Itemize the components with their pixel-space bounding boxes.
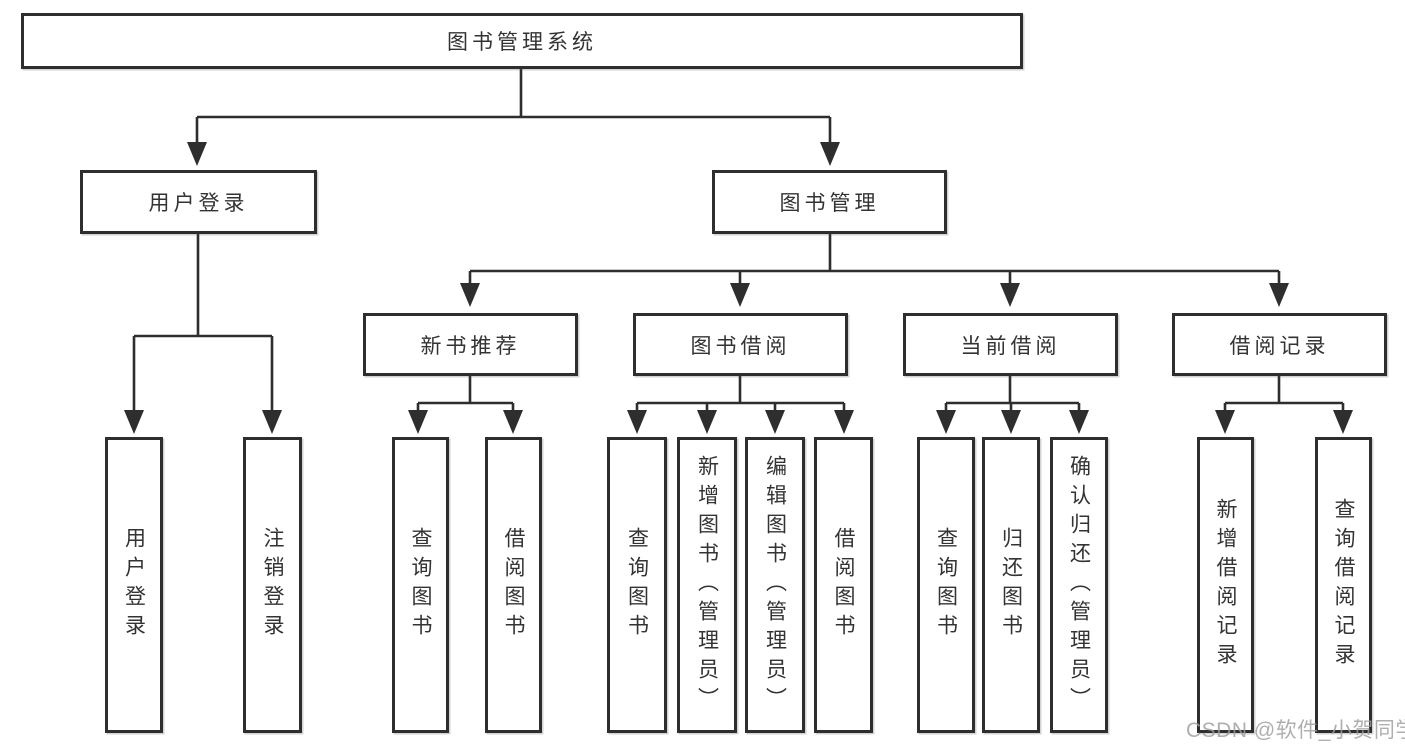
node-leaf-confirm-return-admin: 确认归还（管理员） <box>1050 437 1108 733</box>
node-leaf-query-books-2: 查询图书 <box>607 437 667 733</box>
node-leaf-add-book-admin: 新增图书（管理员） <box>677 437 737 733</box>
node-leaf-user-login: 用户登录 <box>105 437 163 733</box>
node-book-borrow: 图书借阅 <box>633 313 848 376</box>
arrowheads <box>124 142 1353 434</box>
node-root-system: 图书管理系统 <box>21 13 1023 69</box>
node-leaf-query-borrow-record: 查询借阅记录 <box>1315 437 1372 733</box>
node-leaf-query-books-1: 查询图书 <box>392 437 449 733</box>
node-user-login: 用户登录 <box>80 170 317 234</box>
node-leaf-borrow-books-2: 借阅图书 <box>814 437 873 733</box>
node-book-management: 图书管理 <box>712 170 947 234</box>
node-leaf-add-borrow-record: 新增借阅记录 <box>1197 437 1254 733</box>
csdn-watermark: CSDN @软件_小贺同学 <box>1186 719 1405 742</box>
node-borrow-records: 借阅记录 <box>1172 313 1387 376</box>
node-new-book-recommend: 新书推荐 <box>363 313 578 376</box>
node-leaf-borrow-books-1: 借阅图书 <box>485 437 542 733</box>
node-leaf-return-book: 归还图书 <box>982 437 1040 733</box>
node-leaf-query-books-3: 查询图书 <box>917 437 975 733</box>
node-leaf-logout: 注销登录 <box>243 437 302 733</box>
node-current-borrow: 当前借阅 <box>903 313 1118 376</box>
node-leaf-edit-book-admin: 编辑图书（管理员） <box>745 437 805 733</box>
